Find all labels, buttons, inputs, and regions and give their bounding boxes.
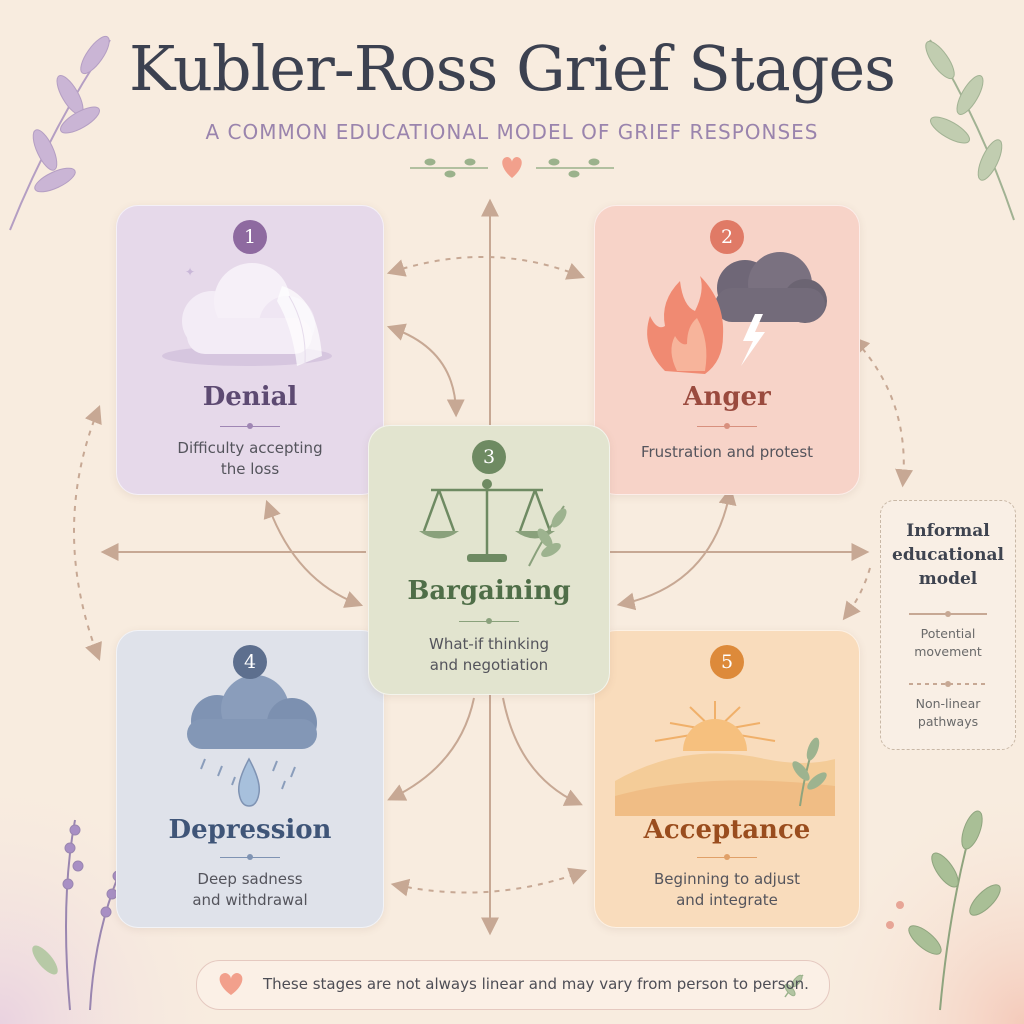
stage-number-badge: 4: [233, 645, 267, 679]
sunrise-landscape-icon: [615, 701, 835, 816]
leaf-sprig-top-left-icon: [9, 35, 111, 231]
cloud-veil-icon: ✦: [162, 263, 332, 366]
stage-card-bargaining: 3 Bargaining What-if thinking and negoti…: [368, 425, 610, 695]
rain-cloud-icon: [187, 675, 317, 807]
fire-storm-icon: [647, 252, 827, 374]
stage-divider: [697, 423, 757, 429]
stage-card-denial: ✦ 1 Denial Difficulty accepting the loss: [116, 205, 384, 495]
stage-name: Acceptance: [643, 815, 811, 845]
stage-description: Deep sadness and withdrawal: [192, 870, 308, 909]
stage-number-badge: 5: [710, 645, 744, 679]
note-decorations: [219, 973, 804, 998]
stage-name: Depression: [168, 815, 332, 845]
leaf-icon: [784, 974, 804, 998]
stage-name: Bargaining: [407, 576, 571, 606]
stage-description: Frustration and protest: [640, 443, 814, 461]
stage-description: What-if thinking and negotiation: [429, 635, 549, 674]
heart-icon: [502, 157, 522, 178]
stage-number-badge: 2: [710, 220, 744, 254]
stage-divider: [459, 618, 519, 624]
footer-note-text: These stages are not always linear and m…: [263, 975, 809, 993]
legend-box: Informal educational model Potential mov…: [880, 500, 1016, 750]
leaf-sprig-top-right-icon: [925, 39, 1015, 221]
stage-description: Difficulty accepting the loss: [177, 439, 323, 478]
connector-arrows: [100, 198, 870, 936]
page-subtitle: A COMMON EDUCATIONAL MODEL OF GRIEF RESP…: [205, 120, 819, 144]
nonlinear-dashed-arrows: [73, 255, 914, 897]
title-ornament: [410, 158, 614, 178]
leaf-sprig-bottom-right-icon: [886, 810, 1001, 1011]
stage-name: Anger: [683, 382, 771, 412]
stage-card-anger: 2 Anger Frustration and protest: [594, 205, 860, 495]
balance-scale-icon: [419, 479, 567, 567]
footer-note: These stages are not always linear and m…: [196, 960, 830, 1010]
heart-icon: [219, 973, 243, 995]
stage-description: Beginning to adjust and integrate: [653, 870, 801, 909]
legend-solid-label: Potential movement: [914, 626, 982, 659]
stage-divider: [697, 854, 757, 860]
legend-dashed-label: Non-linear pathways: [915, 696, 981, 729]
stage-name: Denial: [202, 382, 298, 412]
page-title: Kubler-Ross Grief Stages: [129, 32, 896, 105]
stage-card-acceptance: 5 Acceptance Beginning to adjust and int…: [594, 630, 860, 928]
svg-text:✦: ✦: [185, 265, 195, 279]
stage-number-badge: 1: [233, 220, 267, 254]
legend-line-samples: [909, 611, 987, 687]
legend-title: Informal educational model: [892, 521, 1004, 589]
stage-number-badge: 3: [472, 440, 506, 474]
stage-divider: [220, 854, 280, 860]
stage-divider: [220, 423, 280, 429]
stage-card-depression: 4 Depression Deep sadness and withdrawal: [116, 630, 384, 928]
